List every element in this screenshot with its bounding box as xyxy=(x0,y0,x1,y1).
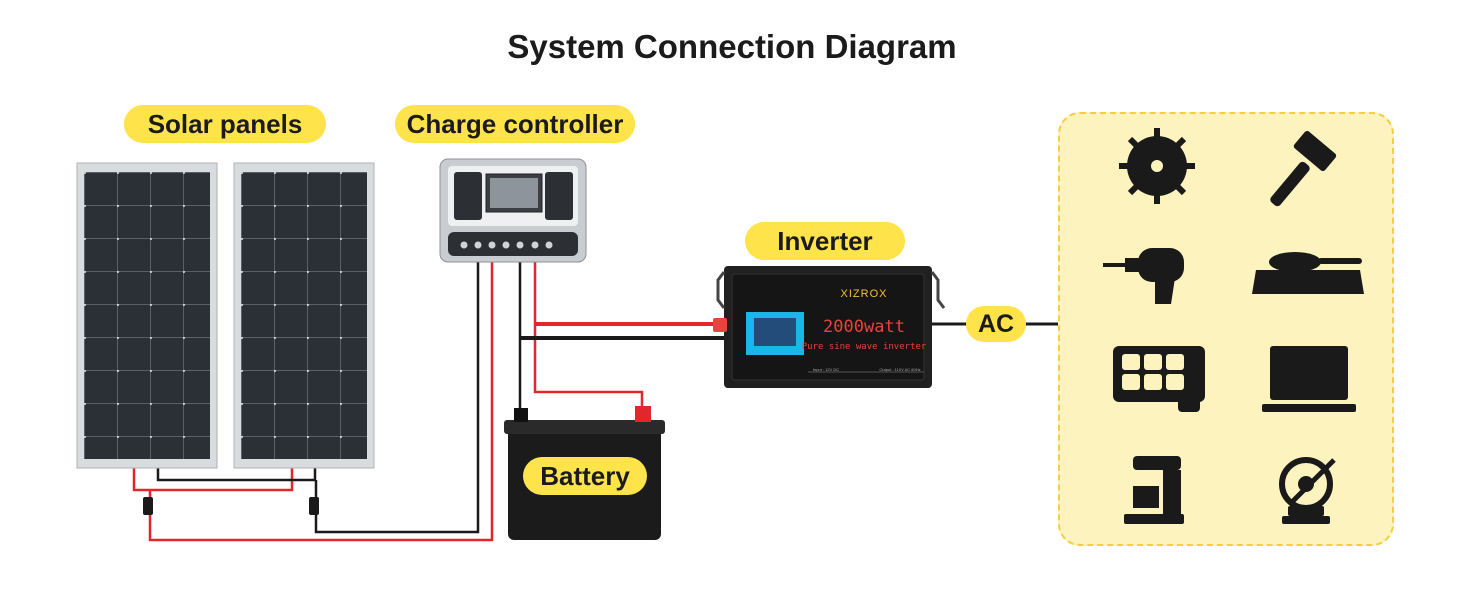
cooktop-icon xyxy=(1113,346,1205,412)
red-panel-wire xyxy=(132,467,294,492)
inverter-subtitle: Pure sine wave inverter xyxy=(802,342,927,352)
inverter-label: Inverter xyxy=(745,222,905,260)
inverter-input-spec: Input : 12V DC xyxy=(813,367,839,372)
hammer-icon xyxy=(1270,130,1337,207)
circular-saw-blade-icon xyxy=(1119,128,1195,204)
mc4-connector xyxy=(309,497,319,515)
battery-positive-terminal xyxy=(635,406,651,422)
charge-controller-device xyxy=(439,158,587,263)
inverter-wattage: 2000watt xyxy=(823,317,905,337)
diagram-title: System Connection Diagram xyxy=(507,28,957,65)
inverter-device xyxy=(713,266,946,388)
inverter-dc-terminal xyxy=(713,318,727,332)
charge-controller-label: Charge controller xyxy=(395,105,635,143)
solar-panel xyxy=(76,162,218,469)
laptop-icon xyxy=(1262,346,1356,412)
battery-label: Battery xyxy=(523,457,647,495)
inverter-output-spec: Output : 110V AC 60Hz xyxy=(879,367,920,372)
sander-icon xyxy=(1252,252,1364,294)
inverter-brand: XIZROX xyxy=(841,288,888,300)
coffee-maker-icon xyxy=(1124,456,1184,524)
battery-negative-terminal xyxy=(514,408,528,422)
drill-icon xyxy=(1103,248,1184,304)
mc4-connector xyxy=(143,497,153,515)
solar-panels-label: Solar panels xyxy=(124,105,326,143)
grinder-icon xyxy=(1279,457,1336,524)
solar-panel xyxy=(233,162,375,469)
ac-label: AC xyxy=(966,306,1026,342)
appliances-panel xyxy=(1058,112,1394,546)
black-panel-wire xyxy=(156,467,317,482)
